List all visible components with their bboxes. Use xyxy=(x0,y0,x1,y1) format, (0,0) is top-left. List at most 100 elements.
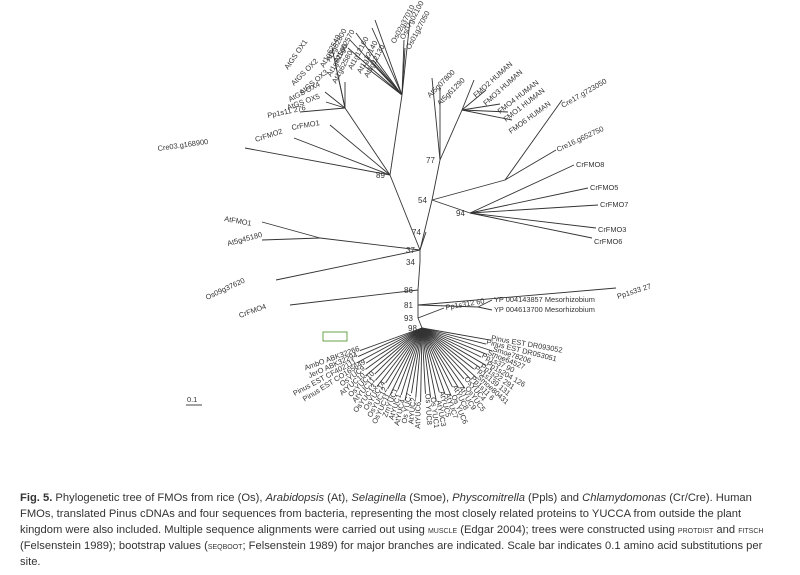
tree-branch xyxy=(389,327,423,396)
tree-branch xyxy=(421,327,452,397)
tree-branch xyxy=(421,327,487,345)
bootstrap-value: 37 xyxy=(406,246,415,255)
tree-branch xyxy=(417,304,479,308)
tree-branch xyxy=(477,306,493,311)
bootstrap-value: 74 xyxy=(412,228,421,237)
tree-branch xyxy=(421,327,482,358)
tree-branch xyxy=(431,77,441,161)
tree-branch xyxy=(244,147,391,176)
tree-branch xyxy=(431,199,471,214)
tree-branch xyxy=(421,327,426,394)
tree-branch xyxy=(461,89,487,111)
tree-branch xyxy=(325,101,346,109)
tree-branch xyxy=(421,327,432,398)
caption-software-protdist: protdist xyxy=(677,524,714,536)
tree-branch xyxy=(439,109,463,161)
taxon-label-os-yuc1: Os YUC1 xyxy=(429,397,442,429)
tree-branch xyxy=(293,137,391,176)
highlight-box xyxy=(322,331,348,342)
taxon-label-atfmo1: AtFMO1 xyxy=(224,214,253,228)
tree-branch xyxy=(344,107,391,176)
tree-branch xyxy=(324,91,346,109)
tree-branch xyxy=(461,109,509,113)
taxon-label-crfmo1: CrFMO1 xyxy=(291,118,320,132)
caption-text: (At), xyxy=(324,492,352,504)
tree-branch xyxy=(421,327,492,341)
taxon-label-pp1s33-27: Pp1s33 27 xyxy=(616,281,652,300)
tree-branch xyxy=(397,327,423,390)
tree-branch xyxy=(461,79,475,111)
caption-italic-physcomitrella: Physcomitrella xyxy=(452,492,525,504)
bootstrap-value: 89 xyxy=(376,171,385,180)
taxon-label-os-yuc8: Os YUC8 xyxy=(423,394,434,426)
taxon-label-yp-004143857-mesorhizobium: YP 004143857 Mesorhizobium xyxy=(494,295,595,304)
tree-branch xyxy=(421,327,446,395)
taxon-label-yp-004613700-mesorhizobium: YP 004613700 Mesorhizobium xyxy=(494,305,595,314)
tree-branch xyxy=(365,54,403,96)
taxon-label-crfmo5: CrFMO5 xyxy=(590,183,618,192)
tree-branch xyxy=(289,289,419,306)
tree-branch xyxy=(365,327,423,377)
tree-branch xyxy=(421,327,471,380)
tree-branch xyxy=(400,327,423,395)
tree-branch xyxy=(421,327,466,389)
tree-branch xyxy=(421,327,487,355)
tree-branch xyxy=(401,19,411,96)
tree-branches xyxy=(244,19,617,402)
tree-branch xyxy=(421,327,440,392)
tree-branch xyxy=(421,327,459,389)
taxon-label-pp1s312-60: Pp1s312 60 xyxy=(445,296,485,312)
figure-caption: Fig. 5. Phylogenetic tree of FMOs from r… xyxy=(20,490,782,570)
tree-branch xyxy=(461,103,501,111)
bootstrap-value: 86 xyxy=(404,286,413,295)
tree-branch xyxy=(347,47,403,96)
bootstrap-value: 94 xyxy=(456,209,465,218)
tree-branch xyxy=(261,221,321,239)
tree-branch xyxy=(421,327,487,366)
tree-branch xyxy=(431,159,441,201)
tree-branch xyxy=(385,327,423,384)
caption-software-muscle: muscle xyxy=(427,524,458,536)
tree-branch xyxy=(389,94,403,176)
bootstrap-value: 77 xyxy=(426,156,435,165)
tree-branch xyxy=(421,327,481,368)
caption-text: (Smoe), xyxy=(406,492,453,504)
tree-branch xyxy=(359,327,423,351)
taxon-label-crfmo7: CrFMO7 xyxy=(600,200,628,209)
tree-branch xyxy=(421,327,475,370)
caption-text: (Felsenstein 1989); bootstrap values ( xyxy=(20,540,208,552)
tree-branch xyxy=(375,327,423,381)
tree-branch xyxy=(421,327,465,380)
tree-branch xyxy=(374,327,423,375)
tree-branch xyxy=(419,231,427,251)
tree-branch xyxy=(365,327,423,370)
tree-branch xyxy=(477,299,493,308)
taxon-label-cre03-g168900: Cre03.g168900 xyxy=(157,137,209,153)
tree-branch xyxy=(469,212,597,229)
tree-branch xyxy=(504,99,563,181)
caption-text: (Ppls) and xyxy=(524,492,583,504)
tree-branch xyxy=(404,327,423,401)
taxon-label-at5g45180: At5g45180 xyxy=(226,230,263,248)
bootstrap-value: 54 xyxy=(418,196,427,205)
tree-branch xyxy=(389,174,421,251)
taxon-label-crfmo2: CrFMO2 xyxy=(254,127,284,144)
tree-branch xyxy=(334,61,346,109)
tree-branch xyxy=(329,124,391,176)
caption-text: ; Felsenstein 1989) for major branches a… xyxy=(20,540,763,568)
tree-branch xyxy=(461,109,513,121)
bootstrap-value: 34 xyxy=(406,258,415,267)
taxon-label-cre16-g652750: Cre16.g652750 xyxy=(555,124,605,154)
caption-text: (Cr/Cre). Human FMOs, translated Pinus c… xyxy=(20,492,752,536)
tree-branch xyxy=(362,64,403,96)
tree-branch xyxy=(275,249,421,281)
caption-software-seqboot: seqboot xyxy=(207,540,243,552)
tree-branch xyxy=(417,261,421,291)
taxon-label-cre17-g723050: Cre17.g723050 xyxy=(560,76,609,109)
bootstrap-value: 98 xyxy=(408,324,417,333)
tree-branch xyxy=(504,149,557,181)
tree-branch xyxy=(420,327,423,402)
tree-branch xyxy=(387,327,423,390)
